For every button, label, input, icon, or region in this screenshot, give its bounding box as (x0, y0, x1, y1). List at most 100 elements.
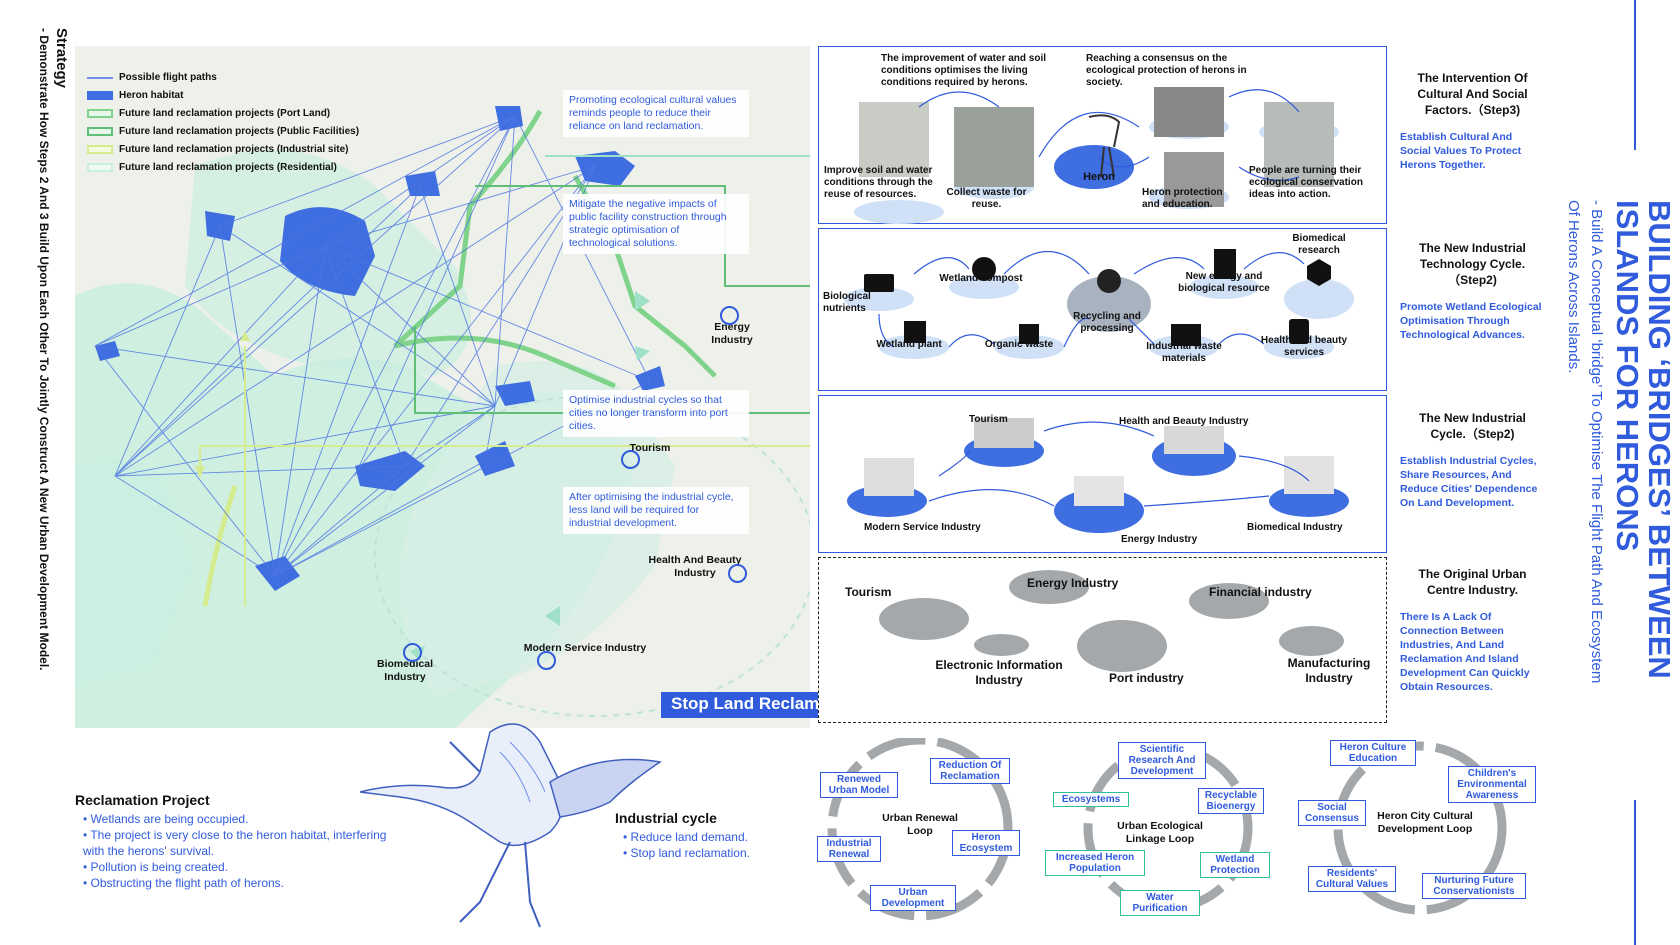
loop2-scientific: Scientific Research And Development (1118, 742, 1206, 779)
legend-residential: Future land reclamation projects (Reside… (87, 162, 337, 173)
desc-step3-cultural: The Intervention Of Cultural And Social … (1400, 70, 1545, 172)
p4-port: Port industry (1109, 671, 1184, 685)
legend-flight-paths: Possible flight paths (87, 72, 217, 83)
residential-swatch (87, 163, 113, 172)
note-less-land: After optimising the industrial cycle, l… (563, 487, 749, 534)
title-line2: ISLANDS FOR HERONS (1610, 200, 1645, 552)
panel-cultural-social: The improvement of water and soil condit… (818, 46, 1387, 224)
loop1-renewed: Renewed Urban Model (820, 772, 898, 798)
reclamation-list: Wetlands are being occupied. The project… (83, 811, 405, 891)
loop3-center: Heron City Cultural Development Loop (1377, 810, 1473, 835)
reclamation-heading: Reclamation Project (75, 792, 210, 808)
tourism-pin (621, 450, 640, 469)
energy-pin (720, 306, 739, 325)
flight-path-swatch (87, 76, 113, 79)
loop3-children: Children's Environmental Awareness (1448, 766, 1536, 803)
strategy-title: Strategy (53, 28, 70, 89)
label-modern-service: Modern Service Industry (523, 642, 647, 654)
panel-original-industry: Tourism Energy Industry Financial indust… (818, 557, 1387, 723)
industrial-cycle-block: Industrial cycle Reduce land demand. Sto… (615, 810, 815, 861)
loop3-social: Social Consensus (1298, 800, 1366, 826)
desc-body: Establish Industrial Cycles, Share Resou… (1400, 455, 1538, 509)
p4-manufacturing: Manufacturing Industry (1287, 656, 1371, 685)
p2-health-beauty: Health and beauty services (1260, 335, 1348, 358)
p4-tourism-bubble (879, 598, 969, 640)
industrial-cycle-heading: Industrial cycle (615, 810, 717, 826)
p1-consensus-text: Reaching a consensus on the ecological p… (1086, 53, 1247, 88)
p3-biomedical: Biomedical Industry (1247, 522, 1343, 533)
p2-wetland-compost: Wetland compost (939, 273, 1023, 284)
title-rule (1634, 0, 1636, 945)
p4-electronic-bubble (974, 634, 1029, 656)
industrial-cycle-list: Reduce land demand. Stop land reclamatio… (623, 829, 815, 861)
loop3-culture: Heron Culture Education (1330, 740, 1416, 766)
title-line1: BUILDING ‘BRIDGES’ BETWEEN (1642, 200, 1677, 679)
reclamation-item: Wetlands are being occupied. (83, 811, 405, 827)
note-industrial-cycles: Optimise industrial cycles so that citie… (563, 390, 749, 437)
desc-heading: The Intervention Of Cultural And Social … (1417, 71, 1528, 117)
p2-biomedical: Biomedical research (1292, 233, 1346, 256)
p1-collect-text: Collect waste for reuse. (946, 187, 1027, 210)
p4-electronic: Electronic Information Industry (935, 658, 1063, 687)
title-sub1: - Build A Conceptual ‘bridge’ To Optimis… (1588, 200, 1605, 684)
p4-financial: Financial industry (1209, 585, 1312, 599)
label-energy-industry: Energy Industry (711, 321, 753, 346)
panel3-graphic (847, 418, 1349, 533)
p2-new-energy: New energy and biological resource (1178, 271, 1270, 294)
loop2-ecosystems: Ecosystems (1053, 792, 1129, 807)
p4-manufacturing-bubble (1279, 626, 1344, 656)
desc-step2-technology: The New Industrial Technology Cycle.（Ste… (1400, 240, 1545, 342)
map-graphic (75, 46, 810, 728)
reclamation-item: The project is very close to the heron h… (83, 827, 405, 859)
legend-label: Future land reclamation projects (Reside… (119, 162, 337, 173)
p3-energy: Energy Industry (1121, 534, 1198, 545)
label-biomedical: Biomedical Industry (376, 658, 434, 683)
desc-heading: The Original Urban Centre Industry. (1418, 567, 1527, 597)
industrial-cycle-item: Reduce land demand. (623, 829, 815, 845)
note-ecological-values: Promoting ecological cultural values rem… (563, 90, 749, 137)
title-sub2: Of Herons Across Islands. (1565, 200, 1582, 374)
loop3-nurturing: Nurturing Future Conservationists (1422, 873, 1526, 899)
desc-original-industry: The Original Urban Centre Industry. Ther… (1400, 566, 1545, 694)
p4-tourism: Tourism (845, 585, 892, 599)
p1-water-soil-text: The improvement of water and soil condit… (881, 53, 1047, 88)
p1-heron-text: Heron (1083, 171, 1115, 183)
strategy-subtitle: - Demonstrate How Steps 2 And 3 Build Up… (37, 28, 51, 671)
loop2-increased: Increased Heron Population (1045, 850, 1145, 876)
legend-public-facilities: Future land reclamation projects (Public… (87, 126, 359, 137)
label-health-beauty: Health And Beauty Industry (648, 554, 742, 579)
heron-map: Possible flight paths Heron habitat Futu… (75, 46, 810, 728)
loop2-recyclable: Recyclable Bioenergy (1198, 788, 1264, 814)
loop3-residents: Residents' Cultural Values (1308, 866, 1396, 892)
p1-people-text: People are turning their ecological cons… (1249, 165, 1363, 200)
legend-heron-habitat: Heron habitat (87, 90, 183, 101)
loop1-reduction: Reduction Of Reclamation (930, 758, 1010, 784)
modern-service-pin (537, 651, 556, 670)
legend-industrial-site: Future land reclamation projects (Indust… (87, 144, 349, 155)
legend-label: Future land reclamation projects (Public… (119, 126, 360, 137)
legend-label: Future land reclamation projects (Indust… (119, 144, 349, 155)
desc-heading: The New Industrial Cycle.（Step2) (1419, 411, 1526, 441)
p4-energy-bubble (1009, 570, 1089, 604)
p3-modern-service: Modern Service Industry (864, 522, 981, 533)
p1-protection-text: Heron protection and education. (1142, 187, 1223, 210)
port-land-swatch (87, 109, 113, 118)
panel-industrial-cycle: Tourism Health and Beauty Industry Moder… (818, 395, 1387, 553)
reclamation-block: Reclamation Project Wetlands are being o… (75, 792, 405, 891)
p2-recycling: Recycling and processing (1073, 311, 1141, 334)
strategy-sidebar: Strategy - Demonstrate How Steps 2 And 3… (30, 28, 70, 768)
p3-tourism: Tourism (969, 414, 1008, 425)
public-facilities-swatch (87, 127, 113, 136)
loop1-urban: Urban Development (870, 885, 956, 911)
panel1-graphic (854, 87, 1339, 224)
legend-label: Possible flight paths (119, 72, 217, 83)
p2-industrial-waste: Industrial waste materials (1146, 341, 1222, 364)
p1-improve-text: Improve soil and water conditions throug… (824, 165, 933, 200)
heron-illustration (360, 723, 662, 928)
loop1-industrial: Industrial Renewal (817, 836, 881, 862)
p3-health-beauty: Health and Beauty Industry (1119, 416, 1249, 427)
main-title-block: BUILDING ‘BRIDGES’ BETWEEN ISLANDS FOR H… (1565, 0, 1680, 945)
habitat-swatch (87, 91, 113, 100)
loop1-center: Urban Renewal Loop (882, 812, 958, 837)
p4-financial-bubble (1189, 583, 1269, 619)
